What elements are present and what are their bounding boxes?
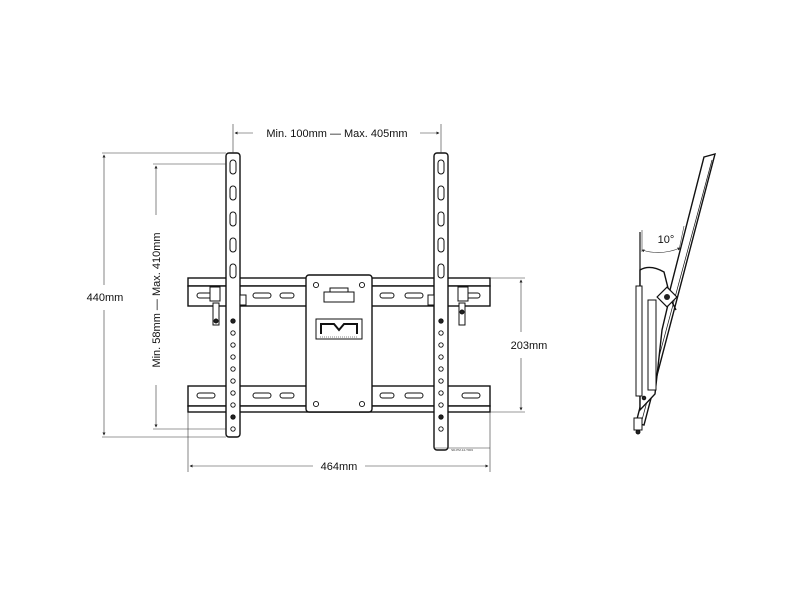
center-plate [305,274,373,413]
tilt-angle-label: 10° [658,234,675,246]
latch-handle [323,291,355,303]
arm-side [647,299,657,391]
screw-icon [312,281,320,289]
vertical-range-label: Min. 58mm — Max. 410mm [151,232,163,367]
overall-height-label: 440mm [87,292,124,304]
bolt-icon [635,429,641,435]
tilt-knob-icon [656,286,678,311]
dim-overall-width [187,412,491,472]
right-hook-bracket [457,286,469,302]
screw-icon [358,281,366,289]
right-arm [427,152,469,451]
bolt-icon [641,395,647,401]
left-arm-slots [229,159,237,279]
right-arm-slots [437,159,445,279]
wall-plate-side [635,285,643,397]
dim-plate-height [490,277,525,413]
dim-vertical-range [153,163,226,430]
side-view: 10° [633,153,716,435]
tilt-angle-indicator [641,225,685,253]
left-hook-stem [212,302,220,326]
left-arm-holes [230,318,236,432]
right-arm-holes [438,318,444,432]
left-hook-bracket [209,286,221,302]
center-plate-body [305,274,373,413]
right-hook-clip [427,294,435,306]
dim-top-width [232,124,442,153]
overall-width-label: 464mm [321,461,358,473]
lower-pin [633,417,643,431]
screw-icon [358,400,366,408]
rail-slots [196,292,481,399]
part-number-label: SD-PM-14-T003 [451,448,473,452]
bolt-icon [213,318,219,324]
screw-icon [312,400,320,408]
brand-logo-icon [315,318,363,340]
top-width-label: Min. 100mm — Max. 405mm [266,128,407,140]
left-hook-clip [239,294,247,306]
left-arm [209,152,247,438]
bolt-icon [459,309,465,315]
front-view: Min. 100mm — Max. 405mm 440mm Min. 58mm … [87,124,548,473]
latch-handle-top [329,287,349,293]
plate-height-label: 203mm [511,340,548,352]
dim-overall-height [102,152,226,438]
